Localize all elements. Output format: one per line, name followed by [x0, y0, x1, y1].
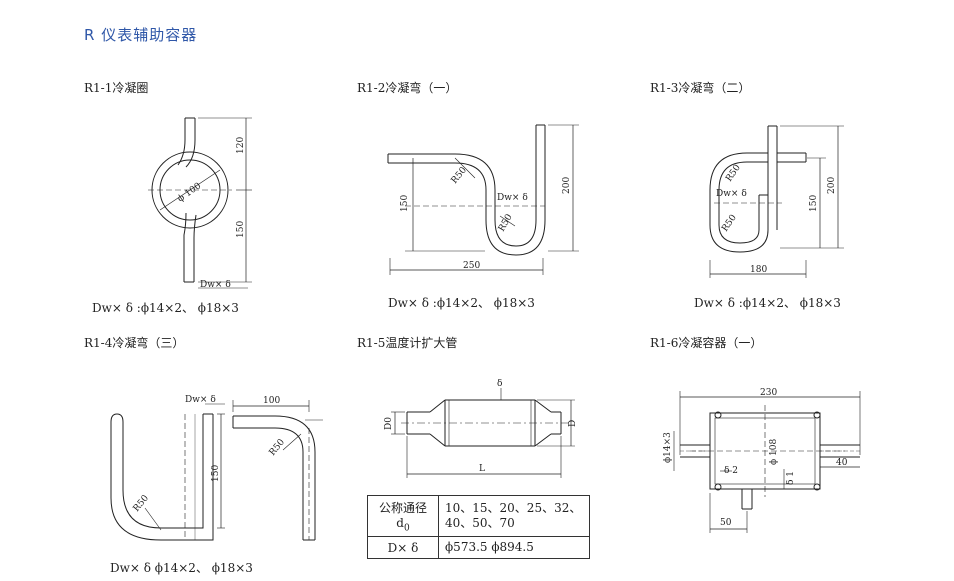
r1-1-dim-top: 120: [236, 137, 246, 154]
r1-4-r-right: R50: [268, 437, 288, 458]
table-row: D× δ ϕ573.5 ϕ894.5: [367, 536, 590, 560]
spec-r1-2: Dw× δ :ϕ14×2、 ϕ18×3: [388, 296, 535, 310]
r1-5-l: L: [479, 464, 485, 474]
r1-6-dim-50: 50: [720, 518, 732, 528]
r1-2-r-lower: R50: [497, 212, 515, 233]
spec-r1-4: Dw× δ ϕ14×2、 ϕ18×3: [110, 561, 253, 575]
r1-2-dw: Dw× δ: [497, 193, 528, 203]
r1-5-d0: D0: [384, 417, 394, 430]
table-head-text: 公称通径: [378, 501, 427, 515]
r1-1-dim-bottom: 150: [236, 221, 246, 238]
item-title-r1-6: R1-6冷凝容器（一）: [650, 336, 763, 350]
table-head-dxdelta: D× δ: [367, 536, 439, 560]
r1-6-delta2: δ 2: [724, 466, 738, 476]
r1-5-spec-table: 公称通径 d0 10、15、20、25、32、 40、50、70 D× δ ϕ5…: [367, 494, 590, 560]
r1-6-dim-40: 40: [836, 458, 848, 468]
r1-2-width: 250: [463, 261, 480, 271]
r1-4-dw: Dw× δ: [185, 395, 216, 405]
r1-1-drawing: 120 150 ϕ 100 Dw× δ: [148, 117, 252, 290]
r1-4-dim-100: 100: [263, 396, 280, 406]
r1-2-drawing: 150 200 250 R50 Dw× δ R50: [387, 124, 579, 275]
r1-3-dim-200: 200: [827, 177, 837, 194]
r1-6-diameter: ϕ 108: [769, 439, 779, 465]
r1-3-drawing: R50 Dw× δ R50 150 200 180: [709, 125, 844, 278]
item-title-r1-5: R1-5温度计扩大管: [357, 336, 458, 350]
table-value-line2: 40、50、70: [445, 516, 515, 531]
r1-6-delta1: δ 1: [786, 471, 796, 485]
r1-4-dim-150: 150: [211, 465, 221, 482]
r1-2-r-upper: R50: [450, 165, 470, 186]
r1-3-width: 180: [750, 265, 767, 275]
r1-3-r-lower: R50: [720, 213, 739, 234]
r1-5-drawing: δ D0 D L: [384, 379, 578, 478]
table-row: 公称通径 d0 10、15、20、25、32、 40、50、70: [367, 494, 590, 538]
r1-3-r-upper: R50: [724, 163, 743, 184]
r1-6-width: 230: [760, 388, 777, 398]
r1-5-delta: δ: [497, 379, 502, 389]
item-title-r1-4: R1-4冷凝弯（三）: [84, 336, 185, 350]
item-title-r1-1: R1-1冷凝圈: [84, 81, 149, 95]
r1-2-dim-left: 150: [400, 195, 410, 212]
table-head-nominal-diameter: 公称通径 d0: [367, 494, 439, 538]
r1-4-r-left: R50: [132, 493, 152, 514]
item-title-r1-3: R1-3冷凝弯（二）: [650, 81, 751, 95]
r1-2-dim-right: 200: [562, 177, 572, 194]
r1-5-d: D: [568, 420, 578, 427]
item-title-r1-2: R1-2冷凝弯（一）: [357, 81, 458, 95]
r1-4-drawing: Dw× δ R50 150 100 R50: [110, 395, 323, 541]
table-head-d-sub: 0: [403, 523, 410, 534]
r1-3-dw: Dw× δ: [716, 189, 747, 199]
r1-1-dw: Dw× δ: [200, 280, 231, 290]
r1-3-dim-150: 150: [809, 195, 819, 212]
table-value-line1: 10、15、20、25、32、: [445, 501, 582, 516]
spec-r1-3: Dw× δ :ϕ14×2、 ϕ18×3: [694, 296, 841, 310]
r1-6-drawing: 230 ϕ14×3 ϕ 108 δ 2 δ 1 40 50: [663, 388, 861, 533]
r1-1-diameter: ϕ 100: [176, 181, 203, 204]
r1-6-pipe: ϕ14×3: [663, 432, 673, 463]
table-head-d: d: [396, 516, 404, 530]
page-title: R 仪表辅助容器: [84, 26, 198, 44]
table-value-nominal-diameter: 10、15、20、25、32、 40、50、70: [438, 494, 590, 538]
spec-r1-1: Dw× δ :ϕ14×2、 ϕ18×3: [92, 301, 239, 315]
table-value-dxdelta: ϕ573.5 ϕ894.5: [438, 536, 590, 560]
